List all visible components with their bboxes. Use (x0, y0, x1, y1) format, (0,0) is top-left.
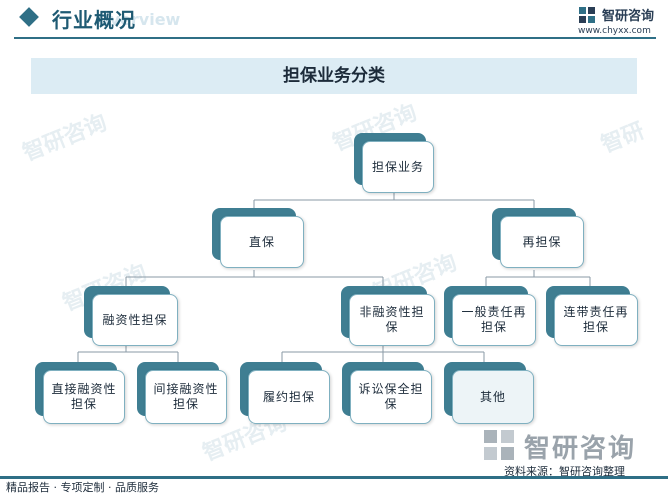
node-general-liability-reguarantee: 一般责任再担保 (444, 286, 536, 346)
node-reguarantee: 再担保 (492, 208, 584, 268)
source-note: 资料来源：智研咨询整理 (504, 465, 625, 478)
node-label: 其他 (452, 370, 534, 424)
brand-logo-name: 智研咨询 (602, 9, 655, 24)
footer-divider (0, 476, 668, 479)
footer-logo-icon (484, 430, 514, 460)
node-financing-guarantee: 融资性担保 (84, 286, 178, 346)
brand-logo-url: www.chyxx.com (578, 26, 651, 36)
node-performance-guarantee: 履约担保 (240, 362, 330, 424)
diagram-title-banner (31, 58, 637, 94)
node-nonfinancing-guarantee: 非融资性担保 (341, 286, 435, 346)
node-label: 非融资性担保 (349, 294, 435, 346)
brand-logo-icon (579, 7, 595, 23)
footer-slogan: 精品报告 · 专项定制 · 品质服务 (6, 481, 159, 494)
node-indirect-financing-guarantee: 间接融资性担保 (137, 362, 227, 424)
header-divider (14, 37, 656, 39)
node-label: 间接融资性担保 (145, 370, 227, 424)
node-label: 连带责任再担保 (554, 294, 638, 346)
node-label: 履约担保 (248, 370, 330, 424)
node-direct-guarantee: 直保 (212, 208, 304, 268)
node-label: 担保业务 (362, 141, 434, 193)
node-label: 直保 (220, 216, 304, 268)
node-joint-liability-reguarantee: 连带责任再担保 (546, 286, 638, 346)
node-litigation-preservation-guarantee: 诉讼保全担保 (342, 362, 432, 424)
node-other-guarantee: 其他 (444, 362, 534, 424)
node-guarantee-business: 担保业务 (354, 133, 434, 193)
node-direct-financing-guarantee: 直接融资性担保 (35, 362, 125, 424)
footer-logo-name: 智研咨询 (524, 434, 637, 464)
node-label: 诉讼保全担保 (350, 370, 432, 424)
diagram-title: 担保业务分类 (283, 66, 385, 86)
node-label: 融资性担保 (92, 294, 178, 346)
node-label: 直接融资性担保 (43, 370, 125, 424)
node-label: 再担保 (500, 216, 584, 268)
node-label: 一般责任再担保 (452, 294, 536, 346)
page-title: 行业概况 (52, 8, 136, 32)
